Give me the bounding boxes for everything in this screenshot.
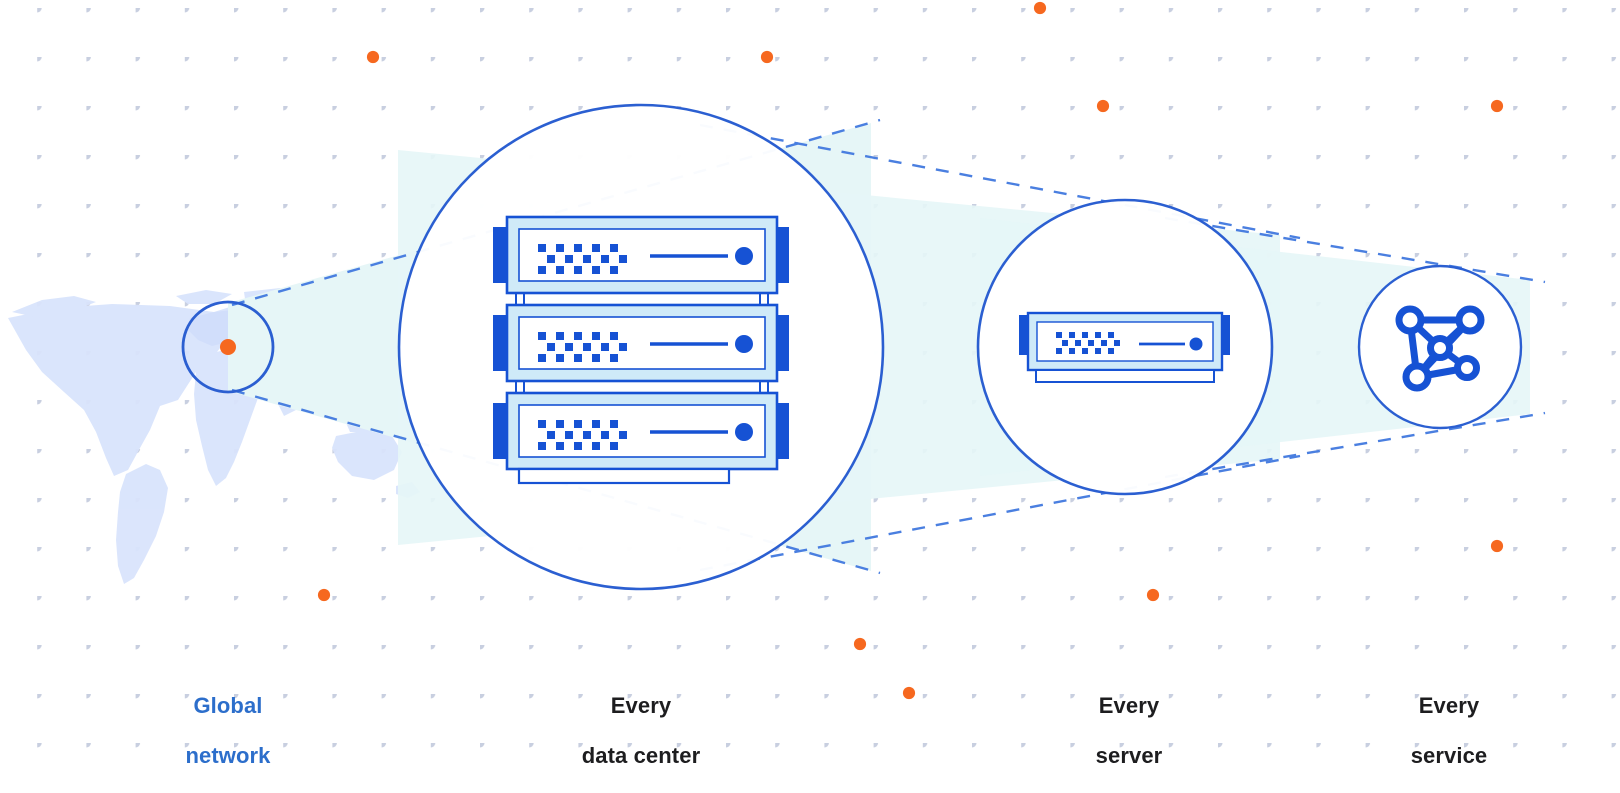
label-every-server-line2: server [1095,743,1163,768]
label-global-network-line2: network [185,743,271,768]
accent-dot [902,686,916,700]
accent-dot [1490,99,1504,113]
accent-dots-group [317,1,1504,700]
single-server-icon [1019,311,1230,383]
accent-dot [366,50,380,64]
accent-dot [317,588,331,602]
label-every-service-line2: service [1410,743,1488,768]
accent-dot [1033,1,1047,15]
map-location-marker [220,339,236,355]
label-every-data-center: Every data center [491,668,791,793]
service-mesh-icon [1395,305,1485,392]
label-every-data-center-line2: data center [581,743,701,768]
accent-dot [1096,99,1110,113]
global-network-circle [181,300,275,394]
server-rack-icon [493,215,789,485]
label-every-server: Every server [979,668,1279,793]
label-global-network-line1: Global [193,693,263,718]
accent-dot [1146,588,1160,602]
accent-dot [760,50,774,64]
label-every-data-center-line1: Every [610,693,672,718]
label-every-service: Every service [1299,668,1599,793]
accent-dot [1490,539,1504,553]
accent-dot [853,637,867,651]
label-every-server-line1: Every [1098,693,1160,718]
label-every-service-line1: Every [1418,693,1480,718]
label-global-network: Global network [128,668,328,793]
